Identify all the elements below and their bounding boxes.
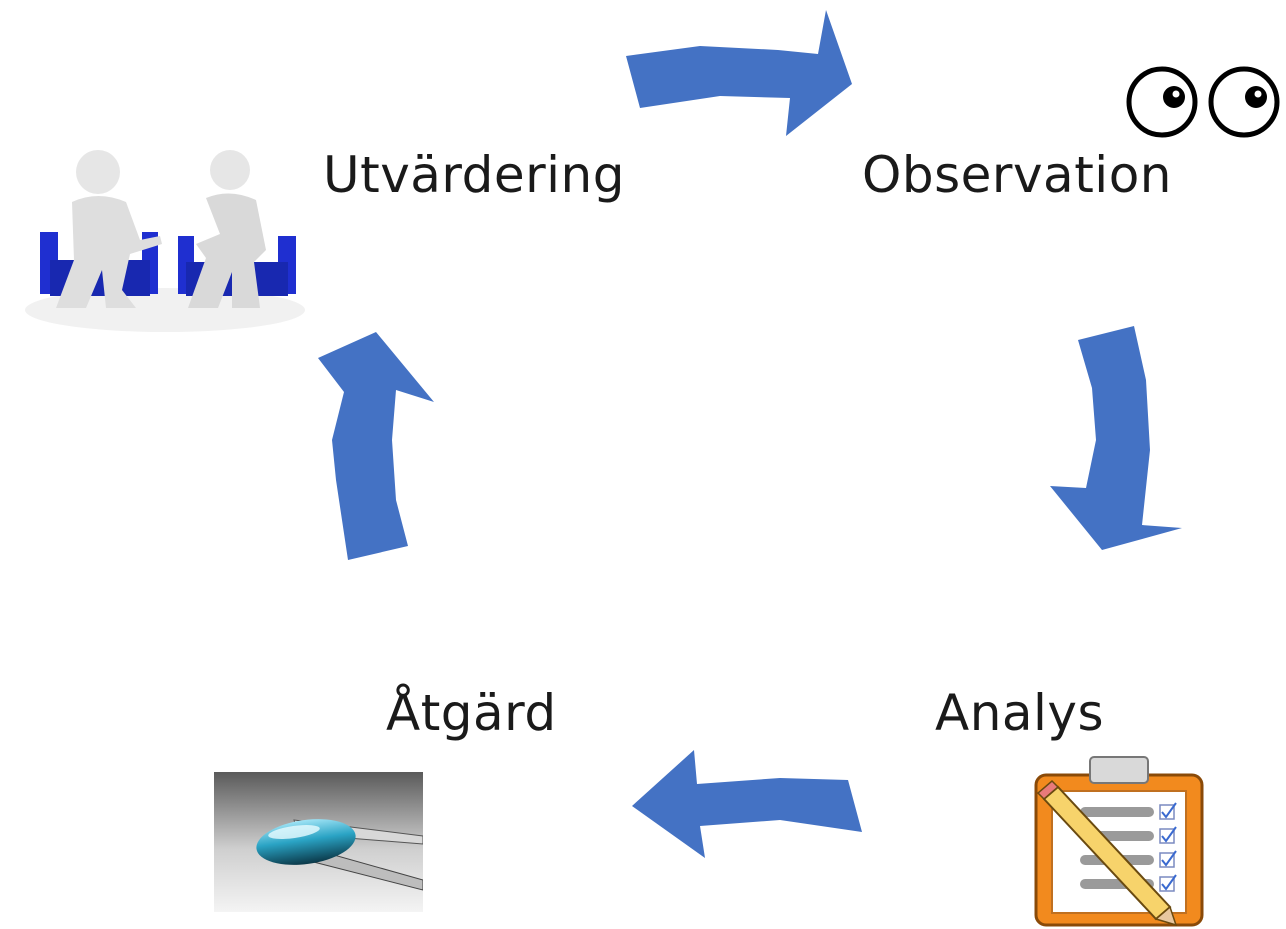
arrow-right-icon (1050, 326, 1182, 550)
step-label-atgard: Åtgärd (386, 684, 557, 742)
step-label-analys: Analys (935, 684, 1105, 742)
pill-tweezers-icon (214, 772, 423, 912)
arrow-left-icon (318, 332, 434, 560)
arrow-bottom-icon (632, 750, 862, 858)
arrow-top-icon (626, 10, 852, 136)
clipboard-checklist-icon (1034, 756, 1204, 927)
step-label-utvardering: Utvärdering (323, 146, 625, 204)
step-label-observation: Observation (862, 146, 1172, 204)
eyes-icon (1126, 66, 1280, 138)
meeting-people-icon (10, 140, 320, 350)
